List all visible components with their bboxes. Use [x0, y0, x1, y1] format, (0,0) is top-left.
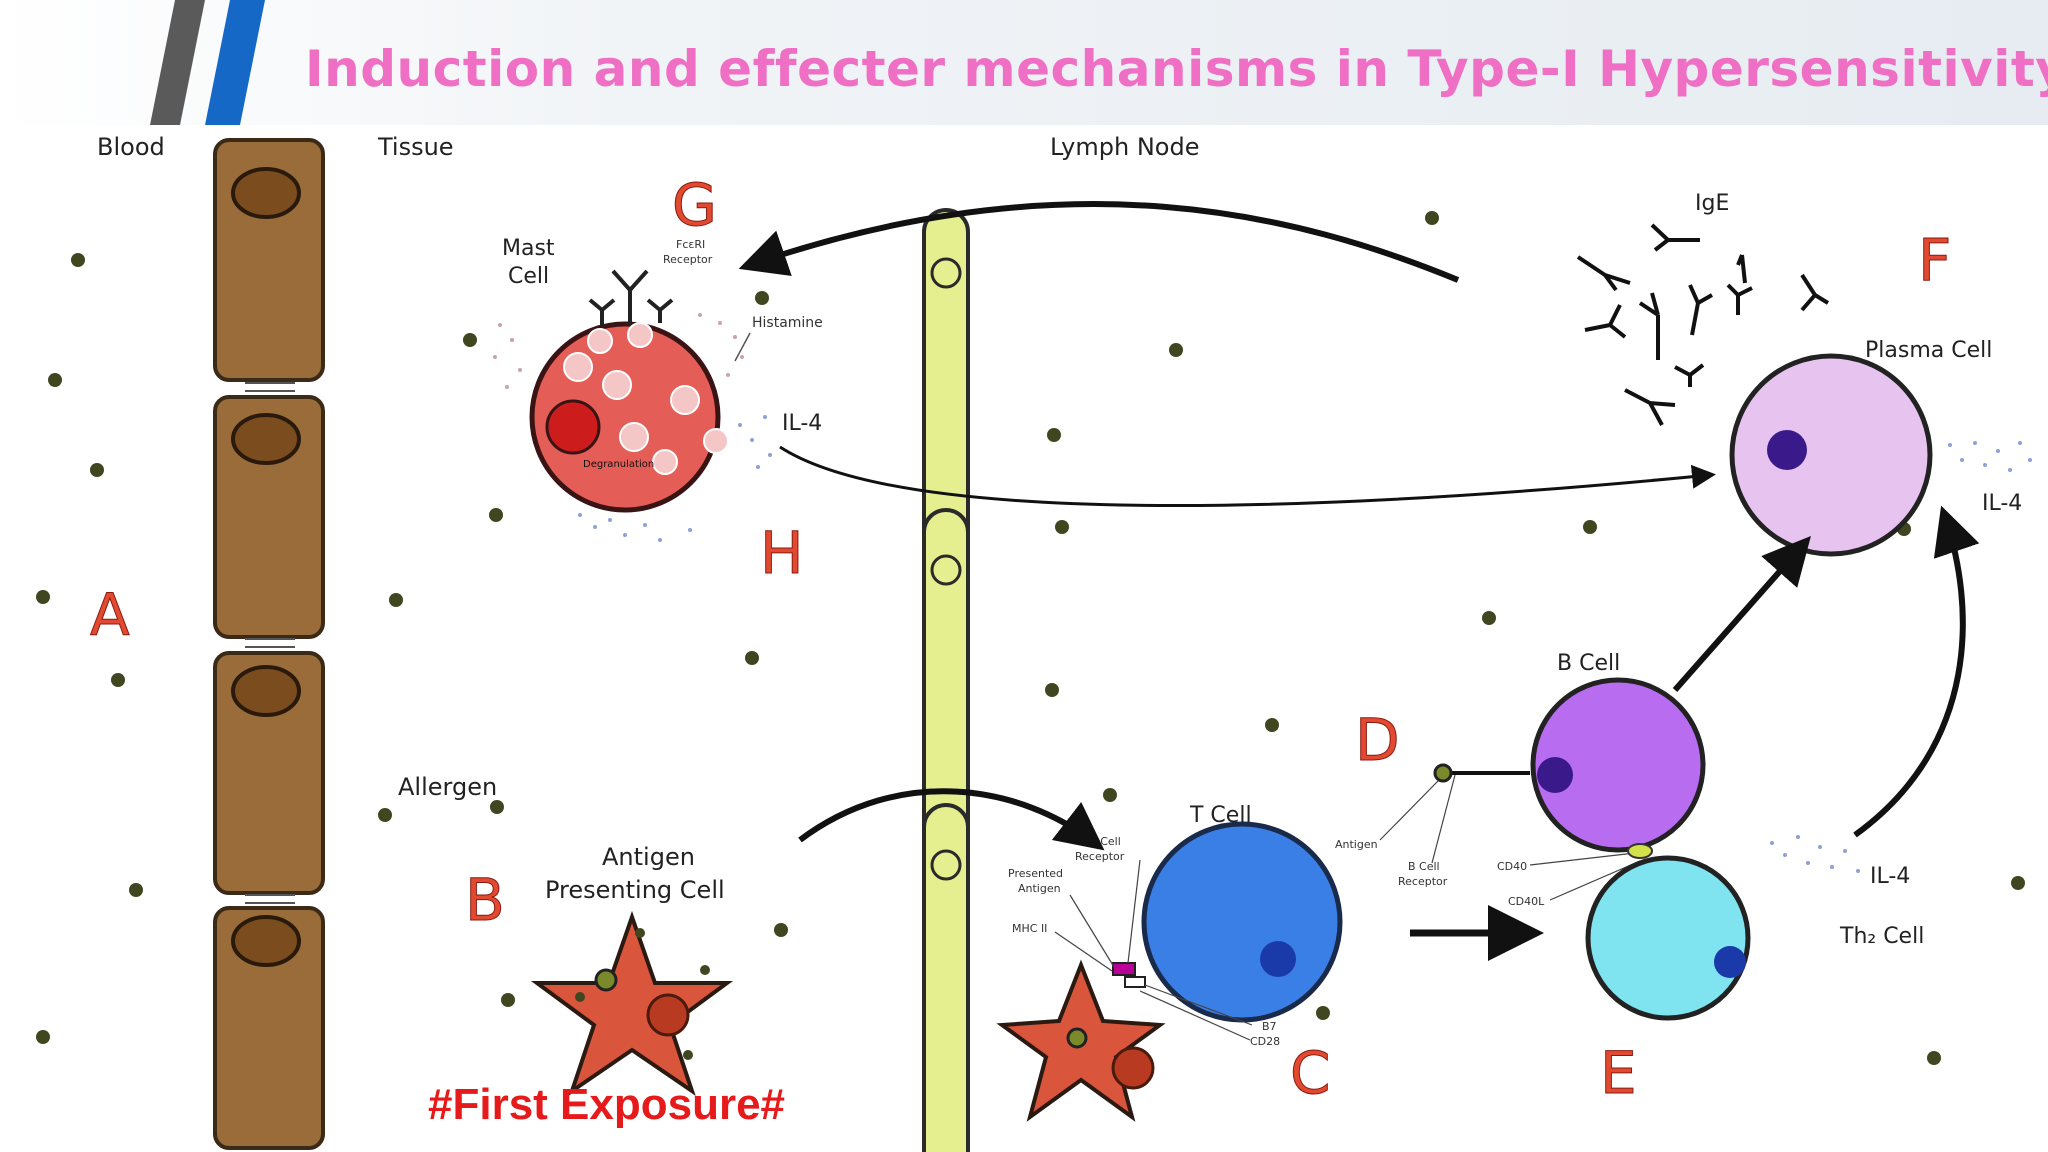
step-letter-a: A	[90, 581, 130, 649]
b-cell-label: B Cell	[1557, 651, 1620, 676]
histamine-label: Histamine	[752, 315, 823, 331]
arrow-bcell-to-plasma	[1672, 536, 1811, 692]
cd28-label: CD28	[1250, 1035, 1280, 1048]
presented-antigen-label-line1: Presented	[1008, 867, 1063, 880]
bcr-label-line2: Receptor	[1398, 875, 1448, 888]
lymph-vessel	[922, 208, 970, 1152]
gray-stripe	[150, 0, 205, 125]
b7-label: B7	[1262, 1020, 1277, 1033]
b-cell	[1433, 677, 1706, 853]
step-letter-c: C	[1290, 1039, 1331, 1107]
first-exposure-caption: #First Exposure#	[428, 1080, 786, 1129]
arrow-th2-to-plasma	[1853, 505, 1980, 838]
cd40l-label: CD40L	[1508, 895, 1545, 908]
step-letter-d: D	[1355, 706, 1400, 774]
b-cell-pointer-lines	[1379, 774, 1641, 901]
fceri-label-line1: FcεRI	[676, 238, 705, 251]
region-label-tissue: Tissue	[377, 133, 454, 161]
t-cell-pointer-lines	[1054, 859, 1253, 1041]
step-letter-f: F	[1918, 226, 1951, 294]
il4-mast-label: IL-4	[782, 411, 822, 436]
blood-vessel	[213, 138, 325, 1150]
arrow-apc-to-tcell	[798, 788, 1105, 851]
slide-title: Induction and effecter mechanisms in Typ…	[305, 40, 2048, 98]
plasma-cell	[1729, 353, 2032, 557]
tcr-label-line2: Receptor	[1075, 850, 1125, 863]
allergen-label: Allergen	[398, 773, 497, 801]
presented-antigen-label-line2: Antigen	[1018, 882, 1061, 895]
histamine-pointer	[734, 332, 751, 362]
ige-antibodies	[1576, 223, 1830, 426]
cd40-label: CD40	[1497, 860, 1527, 873]
step-letter-b: B	[465, 866, 505, 934]
process-arrows	[738, 201, 1980, 961]
histamine-granules	[493, 313, 744, 389]
blue-stripe	[205, 0, 265, 125]
degranulation-label: Degranulation	[583, 459, 654, 470]
bcr-label-line1: B Cell	[1408, 860, 1440, 873]
mhc-label: MHC II	[1012, 922, 1047, 935]
arrow-ige-to-mast	[738, 201, 1460, 283]
step-letter-e: E	[1600, 1039, 1637, 1107]
mast-cell-label-line2: Cell	[508, 264, 549, 289]
ige-receptor-bound	[588, 269, 674, 325]
il4-th2-label: IL-4	[1870, 864, 1910, 889]
ige-label: IgE	[1695, 191, 1729, 216]
th2-cell-label: Th₂ Cell	[1839, 924, 1924, 949]
mast-cell	[493, 269, 772, 542]
t-cell	[996, 821, 1343, 1122]
il4-dots-mast	[578, 415, 772, 542]
region-label-lymph-node: Lymph Node	[1050, 133, 1199, 161]
decorative-stripes	[150, 0, 265, 125]
title-banner	[0, 0, 2048, 125]
antigen-presenting-cell	[530, 910, 734, 1097]
apc-label-line1: Antigen	[602, 843, 695, 871]
allergen-particles	[36, 211, 2025, 1065]
apc-label-line2: Presenting Cell	[545, 876, 725, 904]
step-letters: A B C D E F G H	[90, 171, 1952, 1108]
hypersensitivity-diagram: Blood Tissue Lymph Node Mast Cell	[36, 133, 2032, 1152]
il4-plasma-label: IL-4	[1982, 491, 2022, 516]
arrow-il4-to-plasma	[779, 445, 1716, 507]
fceri-label-line2: Receptor	[663, 253, 713, 266]
plasma-cell-label: Plasma Cell	[1865, 338, 1992, 363]
th2-cell	[1585, 835, 1860, 1021]
antigen-label: Antigen	[1335, 838, 1378, 851]
region-label-blood: Blood	[97, 133, 165, 161]
step-letter-h: H	[760, 519, 804, 587]
mast-cell-label-line1: Mast	[502, 236, 555, 261]
t-cell-label: T Cell	[1189, 803, 1252, 828]
step-letter-g: G	[672, 171, 717, 239]
